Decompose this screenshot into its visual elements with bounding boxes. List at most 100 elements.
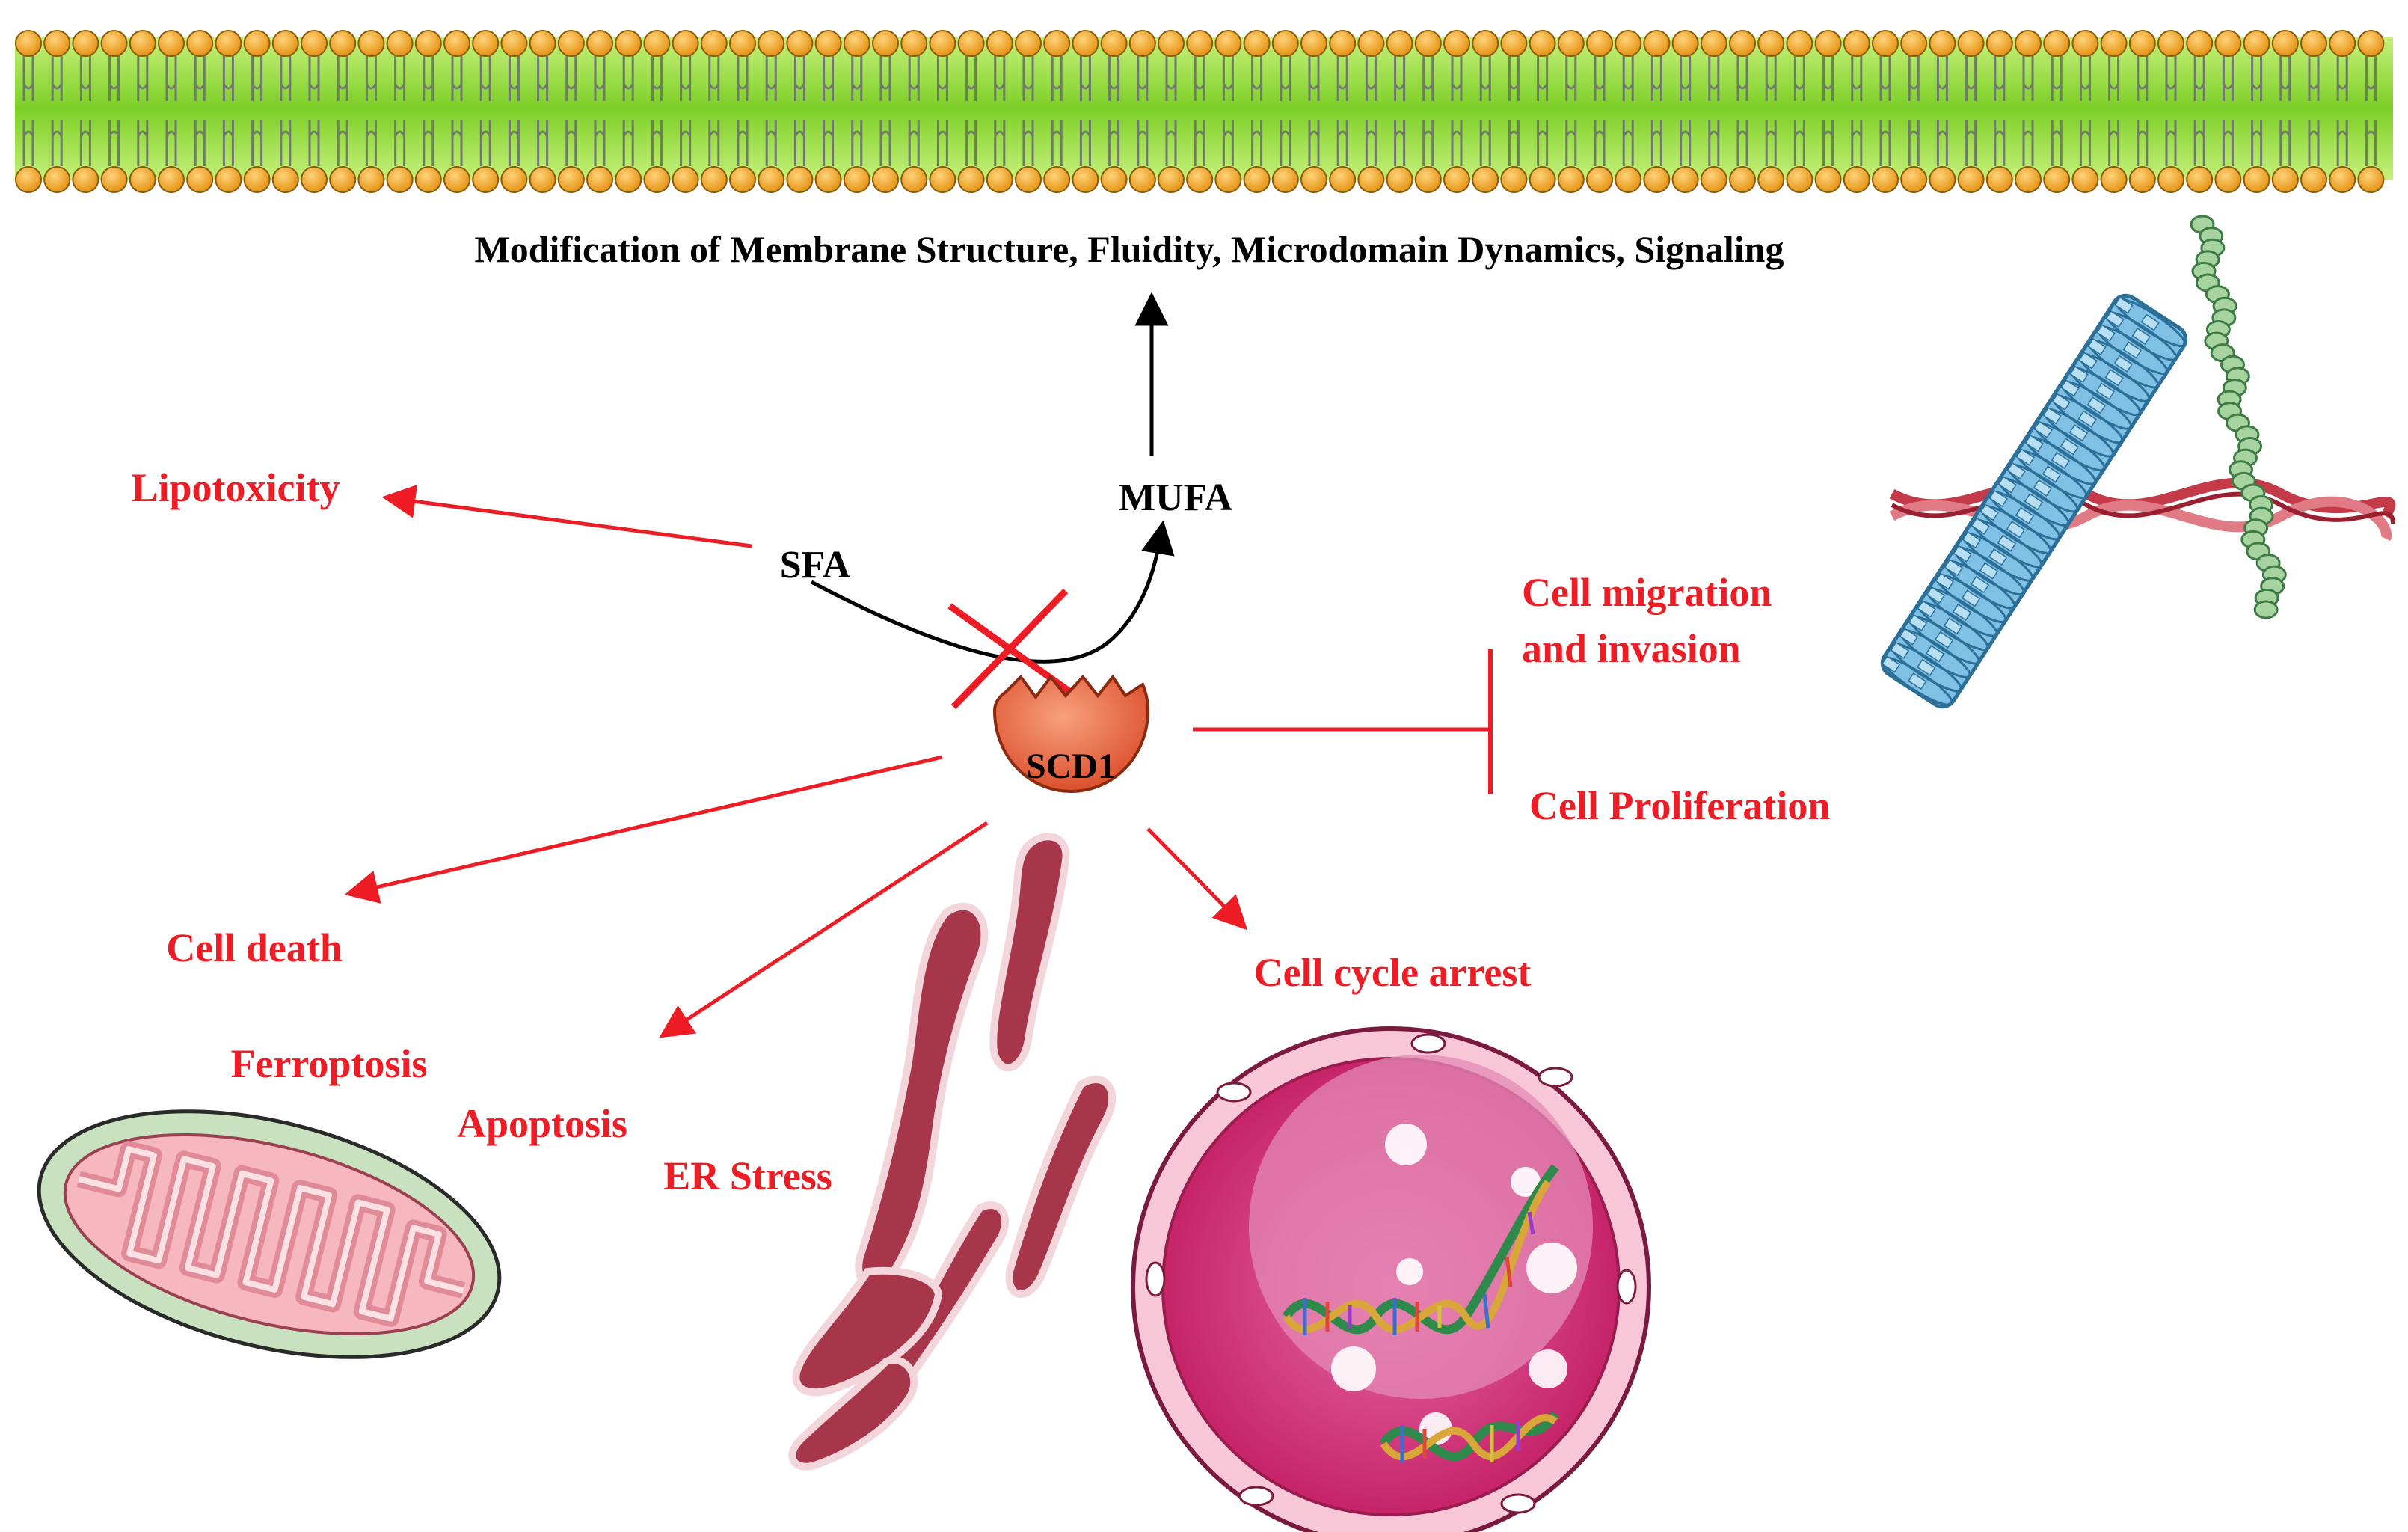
lipid-head: [472, 166, 500, 193]
lipid-head: [301, 166, 328, 193]
mitochondrion-icon: [37, 1109, 502, 1359]
lipid-head: [243, 166, 271, 193]
lipid-head: [615, 30, 642, 57]
lipid-head: [1872, 30, 1899, 57]
lipid-head: [100, 166, 128, 193]
lipid-head: [2015, 30, 2042, 57]
lipid-head: [872, 30, 899, 57]
lipid-head: [1386, 166, 1413, 193]
er-stress-label: ER Stress: [663, 1153, 832, 1198]
lipid-head: [2128, 30, 2156, 57]
lipid-head: [1386, 30, 1413, 57]
cell-death-label: Cell death: [166, 925, 343, 970]
lipid-head: [643, 166, 671, 193]
lipid-head: [2214, 166, 2242, 193]
scd1-to-er-stress-arrow: [659, 821, 989, 1038]
lipid-head: [414, 166, 442, 193]
lipid-head: [500, 166, 528, 193]
lipid-head: [72, 166, 99, 193]
lipid-head: [2043, 166, 2071, 193]
lipid-head: [672, 30, 699, 57]
lipid-head: [1786, 30, 1813, 57]
lipid-head: [900, 30, 928, 57]
lipid-head: [329, 166, 357, 193]
lipid-head: [1615, 166, 1642, 193]
lipid-head: [271, 166, 299, 193]
lipid-head: [1757, 166, 1785, 193]
ferroptosis-label: Ferroptosis: [231, 1041, 428, 1086]
lipid-head: [1700, 30, 1727, 57]
microtubule-icon: [1880, 293, 2188, 709]
lipid-head: [1158, 30, 1185, 57]
lipid-head: [786, 30, 814, 57]
lipid-head: [2271, 166, 2299, 193]
lipid-head: [215, 166, 242, 193]
lipid-head: [1500, 30, 1528, 57]
lipid-head: [1500, 166, 1528, 193]
cell-cycle-arrest-label: Cell cycle arrest: [1254, 950, 1532, 995]
lipid-head: [1729, 30, 1756, 57]
lipid-head: [15, 30, 42, 57]
lipid-head: [1472, 30, 1499, 57]
lipid-head: [643, 30, 671, 57]
lipid-head: [929, 30, 956, 57]
lipid-head: [443, 30, 470, 57]
lipid-head: [843, 30, 870, 57]
dna-helix-icon: [1283, 1164, 1559, 1462]
lipid-head: [1243, 166, 1271, 193]
lipid-head: [957, 166, 985, 193]
lipid-head: [2071, 166, 2099, 193]
membrane-caption: Modification of Membrane Structure, Flui…: [475, 228, 1784, 270]
lipid-head: [1671, 166, 1699, 193]
intermediate-filament-icon: [2190, 215, 2287, 619]
microtubule-rings: [1881, 296, 2187, 706]
inhibition-cross-icon: [947, 588, 1083, 710]
lipid-head: [1814, 166, 1842, 193]
lipid-head: [1158, 166, 1185, 193]
lipid-head: [786, 166, 814, 193]
lipid-head: [1329, 30, 1357, 57]
lipid-head: [1700, 166, 1727, 193]
lipid-head: [1100, 166, 1128, 193]
lipid-head: [2186, 30, 2214, 57]
lipid-head: [43, 166, 71, 193]
cell-proliferation-label: Cell Proliferation: [1529, 783, 1830, 828]
lipid-head: [729, 166, 756, 193]
lipid-head: [72, 30, 99, 57]
lipid-head: [1929, 30, 1956, 57]
lipid-head: [329, 30, 357, 57]
lipid-head: [1557, 166, 1585, 193]
endoplasmic-reticulum-icon: [788, 833, 1117, 1471]
lipid-head: [500, 30, 528, 57]
lipid-head: [1814, 30, 1842, 57]
cytoskeleton-icon: [1880, 215, 2396, 709]
lipid-head: [2071, 30, 2099, 57]
lipid-head: [1557, 30, 1585, 57]
lipid-head: [729, 30, 756, 57]
lipid-head: [900, 166, 928, 193]
lipid-head: [357, 30, 385, 57]
lipid-head: [700, 166, 728, 193]
lipid-head: [1985, 166, 2013, 193]
lipid-head: [1843, 30, 1870, 57]
lipid-head: [1529, 166, 1556, 193]
lipid-head: [1985, 30, 2013, 57]
lipid-head: [2243, 30, 2270, 57]
lipid-head: [158, 30, 185, 57]
lipid-head: [1100, 30, 1128, 57]
lipid-head: [2357, 166, 2385, 193]
lipid-head: [1586, 166, 1613, 193]
lipid-head: [386, 166, 414, 193]
lipid-head: [186, 166, 214, 193]
lipid-head: [1043, 166, 1071, 193]
apoptosis-label: Apoptosis: [457, 1101, 627, 1146]
lipid-head: [814, 166, 842, 193]
lipid-head: [1843, 166, 1870, 193]
scd1-inhibits-migration-proliferation: [1193, 649, 1493, 794]
lipid-head: [1757, 30, 1785, 57]
lipid-head: [1929, 166, 1956, 193]
cell-membrane-bilayer: [15, 30, 2393, 193]
lipid-head: [2329, 166, 2356, 193]
scd1-to-cell-cycle-arrow: [1146, 827, 1248, 931]
